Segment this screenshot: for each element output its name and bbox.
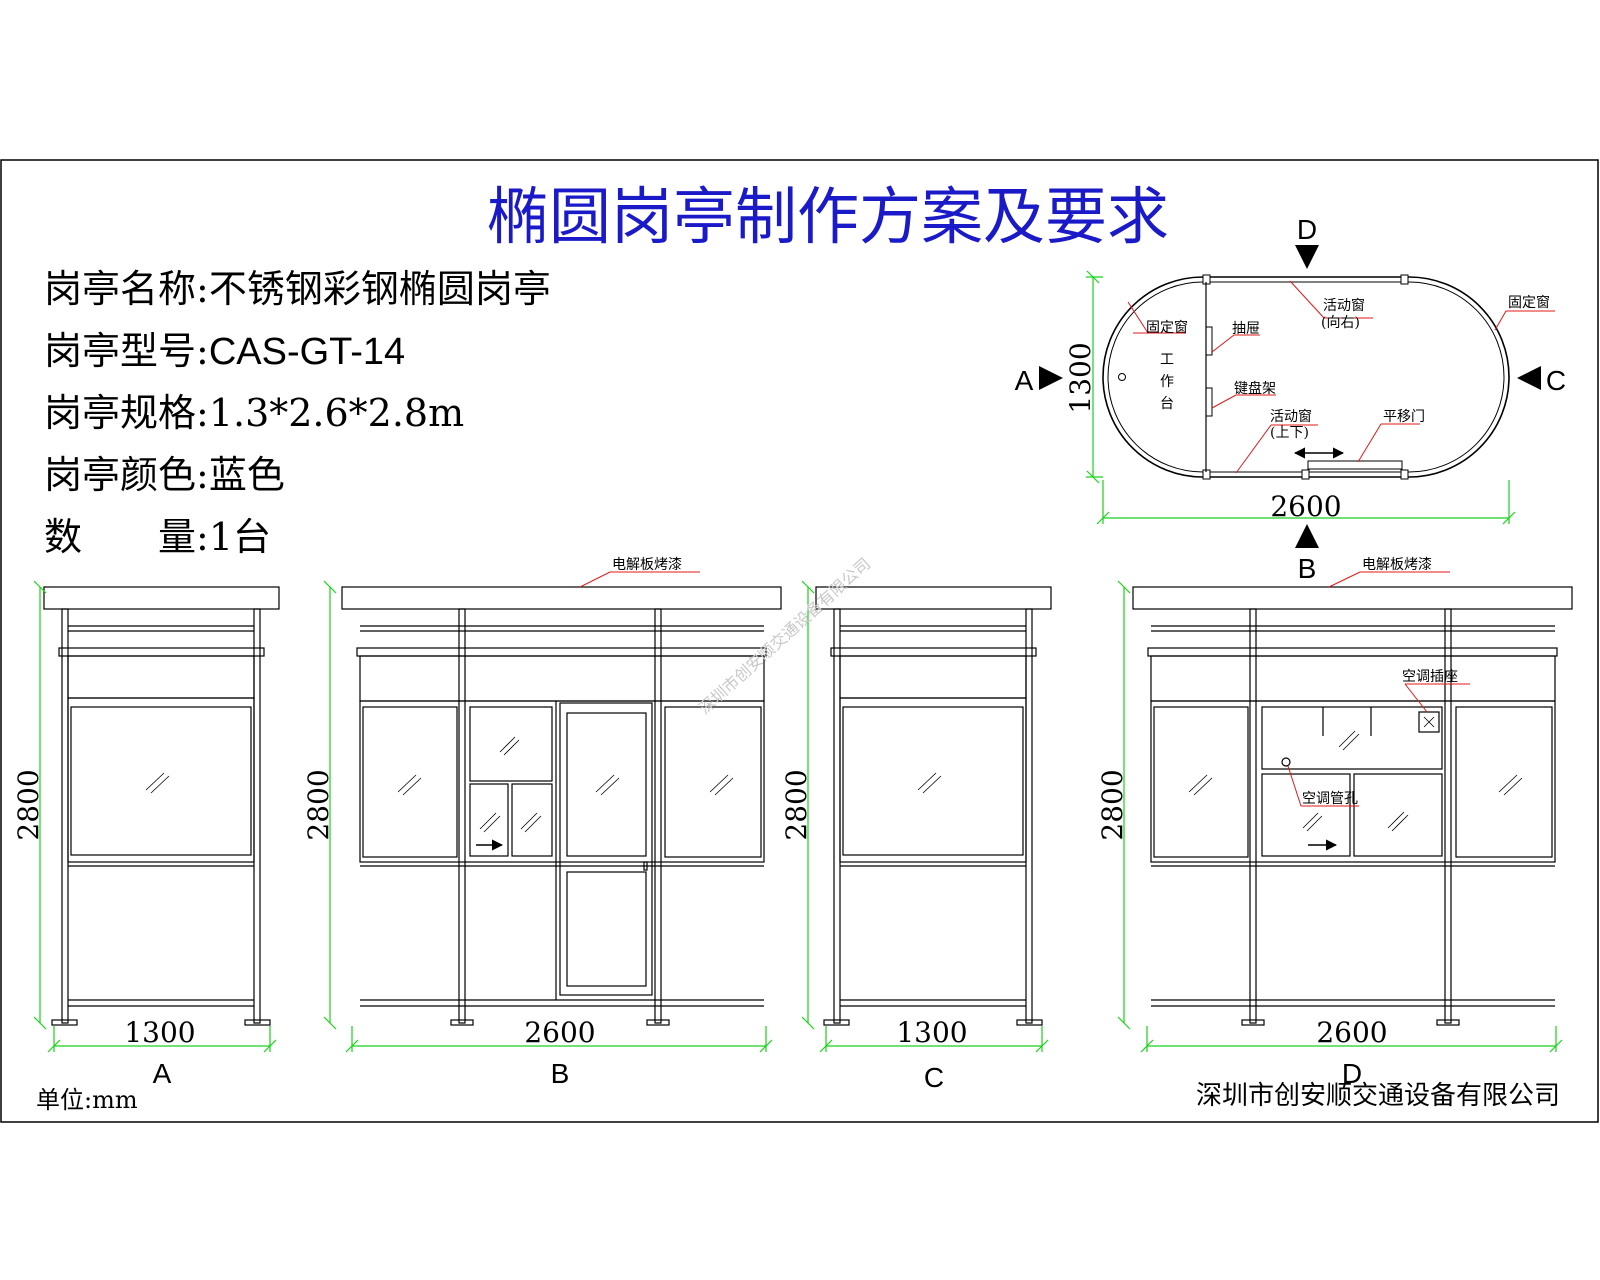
elevation-d-height: 2800 [1096,769,1129,840]
label-ac-socket: 空调插座 [1402,669,1458,685]
page-title: 椭圆岗亭制作方案及要求 [487,180,1169,253]
elevation-a-width: 1300 [124,1016,195,1049]
label-keyboard-rack: 键盘架 [1234,380,1276,397]
roof-note-b: 电解板烤漆 [612,557,682,573]
view-label-b: B [551,1058,570,1089]
view-marker-c: C [1546,365,1566,396]
view-marker-b-arrow [1295,524,1319,548]
elevation-dims [33,580,1563,1053]
label-sliding-window-bottom: 活动窗 [1270,408,1312,425]
view-marker-d-arrow [1295,245,1319,269]
label-sliding-window-top: 活动窗 [1323,297,1365,314]
elevation-c-height: 2800 [780,769,813,840]
spec-value: 不锈钢彩钢椭圆岗亭 [209,267,551,311]
label-fixed-window-right: 固定窗 [1508,294,1550,311]
elevation-c [815,586,1052,1026]
view-marker-d: D [1297,214,1317,245]
spec-value: 1.3*2.6*2.8m [209,391,464,435]
label-drawer: 抽屉 [1232,321,1260,337]
spec-value: 蓝色 [209,453,285,497]
watermark: 深圳市创安顺交通设备有限公司 [696,555,875,718]
spec-list: 岗亭名称:不锈钢彩钢椭圆岗亭 岗亭型号:CAS-GT-14 岗亭规格:1.3*2… [44,267,551,559]
view-marker-c-arrow [1517,366,1541,390]
spec-label: 岗亭颜色: [44,453,209,497]
roof-note-d: 电解板烤漆 [1362,557,1432,573]
view-marker-a-arrow [1039,366,1063,390]
view-label-a: A [153,1058,172,1089]
elevation-a [43,586,280,1026]
svg-text:岗亭型号:CAS-GT-14: 岗亭型号:CAS-GT-14 [44,329,405,373]
label-workbench-1: 工 [1160,352,1174,368]
label-sliding-window-bottom-sub: (上下) [1270,425,1309,441]
elevation-b-width: 2600 [524,1016,595,1049]
elevation-b-height: 2800 [302,769,335,840]
svg-text:岗亭名称:不锈钢彩钢椭圆岗亭: 岗亭名称:不锈钢彩钢椭圆岗亭 [44,267,551,311]
spec-label: 岗亭型号: [44,329,209,373]
sheet-border [0,159,1599,1123]
unit-note: 单位:mm [36,1086,138,1114]
svg-text:岗亭颜色:蓝色: 岗亭颜色:蓝色 [44,453,285,497]
plan-width-dim: 2600 [1270,490,1341,523]
label-sliding-window-top-sub: (向右) [1321,315,1360,331]
elevation-d-width: 2600 [1316,1016,1387,1049]
svg-text:岗亭规格:1.3*2.6*2.8m: 岗亭规格:1.3*2.6*2.8m [44,391,464,435]
spec-label: 岗亭规格: [44,391,209,435]
label-workbench-2: 作 [1160,374,1174,390]
spec-value: 1台 [209,515,271,559]
label-ac-pipe: 空调管孔 [1302,791,1358,807]
label-fixed-window-left: 固定窗 [1146,319,1188,336]
view-label-d: D [1342,1058,1362,1089]
elevation-d [1132,586,1573,1026]
elevation-b [341,586,782,1026]
view-label-c: C [924,1062,944,1093]
plan-depth-dim: 1300 [1064,342,1097,413]
spec-label: 岗亭名称: [44,267,209,311]
plan-view: 固定窗 活动窗 (向右) 抽屉 工 作 台 键盘架 活动窗 (上下) 平移门 固… [1015,214,1566,584]
company-name: 深圳市创安顺交通设备有限公司 [1196,1081,1560,1111]
spec-value: CAS-GT-14 [209,331,405,373]
spec-label: 数 量: [44,515,209,559]
label-sliding-door: 平移门 [1383,409,1425,425]
label-workbench-3: 台 [1160,396,1174,412]
view-marker-a: A [1015,365,1034,396]
ac-socket-icon [1418,711,1440,733]
view-marker-b: B [1298,553,1317,584]
ac-pipe-hole-icon [1281,757,1291,767]
svg-text:数 量:1台: 数 量:1台 [44,515,271,559]
elevation-c-width: 1300 [896,1016,967,1049]
elevation-a-height: 2800 [12,769,45,840]
